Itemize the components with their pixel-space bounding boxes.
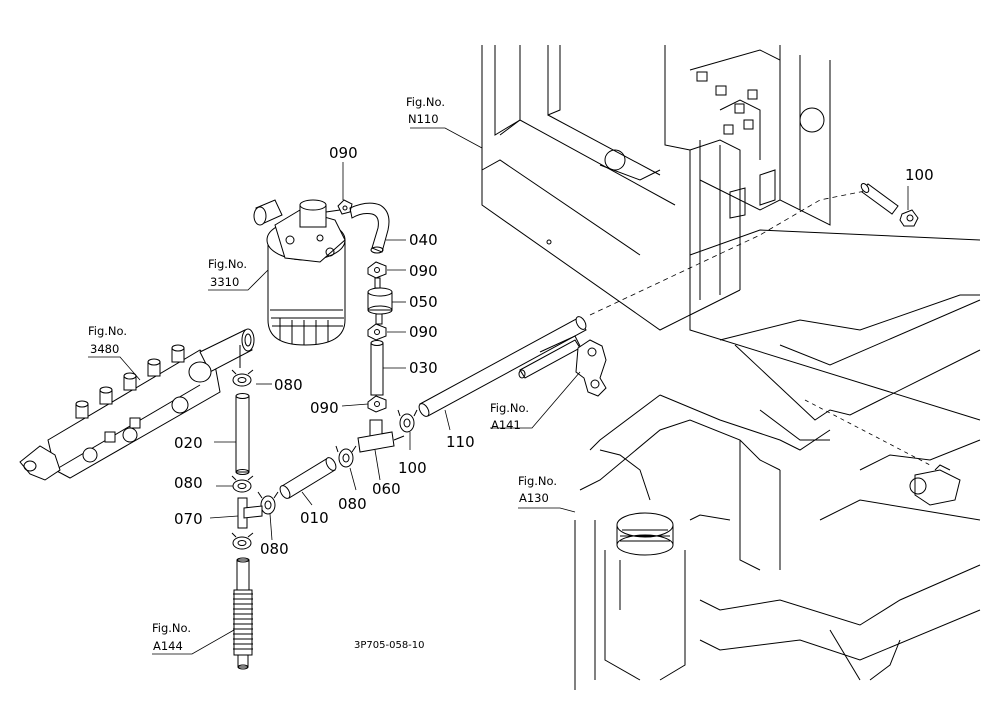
bracket-a141 <box>518 335 607 397</box>
label-080-right: 080 <box>338 495 367 513</box>
injection-rail <box>19 328 255 481</box>
tee-fitting-060 <box>357 419 405 453</box>
label-080-mid: 080 <box>174 474 203 492</box>
hose-020 <box>235 393 250 475</box>
hose-010 <box>279 457 337 499</box>
clip-080-top <box>231 369 254 387</box>
label-020: 020 <box>174 434 203 452</box>
clip-080-mid <box>231 475 254 493</box>
label-090-third: 090 <box>409 323 438 341</box>
label-090-top: 090 <box>329 144 358 162</box>
figref-3480-line1: Fig.No. <box>88 324 127 338</box>
clip-080-right <box>335 445 357 468</box>
frame-bracket <box>481 45 831 331</box>
label-030: 030 <box>409 359 438 377</box>
hose-route-dashed <box>589 189 871 316</box>
figref-a141-line1: Fig.No. <box>490 401 529 415</box>
figref-a130-line1: Fig.No. <box>518 474 557 488</box>
clip-090-second <box>367 261 387 279</box>
figref-3480-line2: 3480 <box>90 342 119 356</box>
check-valve-050 <box>367 277 393 325</box>
leader-dashed <box>804 399 931 466</box>
figref-a144-line2: A144 <box>153 639 183 653</box>
leader-lines <box>88 127 909 655</box>
clip-080-tee <box>257 491 279 515</box>
label-060: 060 <box>372 480 401 498</box>
label-070: 070 <box>174 510 203 528</box>
fuel-filter <box>253 199 346 346</box>
label-090-second: 090 <box>409 262 438 280</box>
figref-3310-line1: Fig.No. <box>208 257 247 271</box>
figref-3310-line2: 3310 <box>210 275 239 289</box>
tee-fitting-070 <box>237 497 263 529</box>
label-080-bottom: 080 <box>260 540 289 558</box>
figref-a144-line1: Fig.No. <box>152 621 191 635</box>
hose-100-upper <box>860 183 919 227</box>
drawing-code: 3P705-058-10 <box>354 640 425 651</box>
hose-110 <box>418 316 587 417</box>
label-110: 110 <box>446 433 475 451</box>
label-100-lower: 100 <box>398 459 427 477</box>
figure-references: Fig.No. N110 Fig.No. 3310 Fig.No. 3480 F… <box>88 95 557 653</box>
label-100-upper: 100 <box>905 166 934 184</box>
clip-090-fourth <box>367 395 387 413</box>
return-hose-a144 <box>233 557 253 670</box>
figref-n110-line1: Fig.No. <box>406 95 445 109</box>
label-090-fourth: 090 <box>310 399 339 417</box>
clip-080-bottom <box>231 532 254 550</box>
clip-090-top <box>337 199 353 215</box>
figref-a141-line2: A141 <box>491 418 521 432</box>
label-040: 040 <box>409 231 438 249</box>
base-housing <box>574 229 981 690</box>
part-labels: 090 040 090 050 090 030 090 100 100 110 … <box>174 144 934 558</box>
label-010: 010 <box>300 509 329 527</box>
figref-n110-line2: N110 <box>408 112 439 126</box>
clip-090-third <box>367 323 387 341</box>
label-050: 050 <box>409 293 438 311</box>
figref-a130-line2: A130 <box>519 491 549 505</box>
hose-030 <box>370 340 384 396</box>
hose-040 <box>349 202 390 254</box>
clip-100-lower <box>397 409 418 433</box>
label-080-top: 080 <box>274 376 303 394</box>
